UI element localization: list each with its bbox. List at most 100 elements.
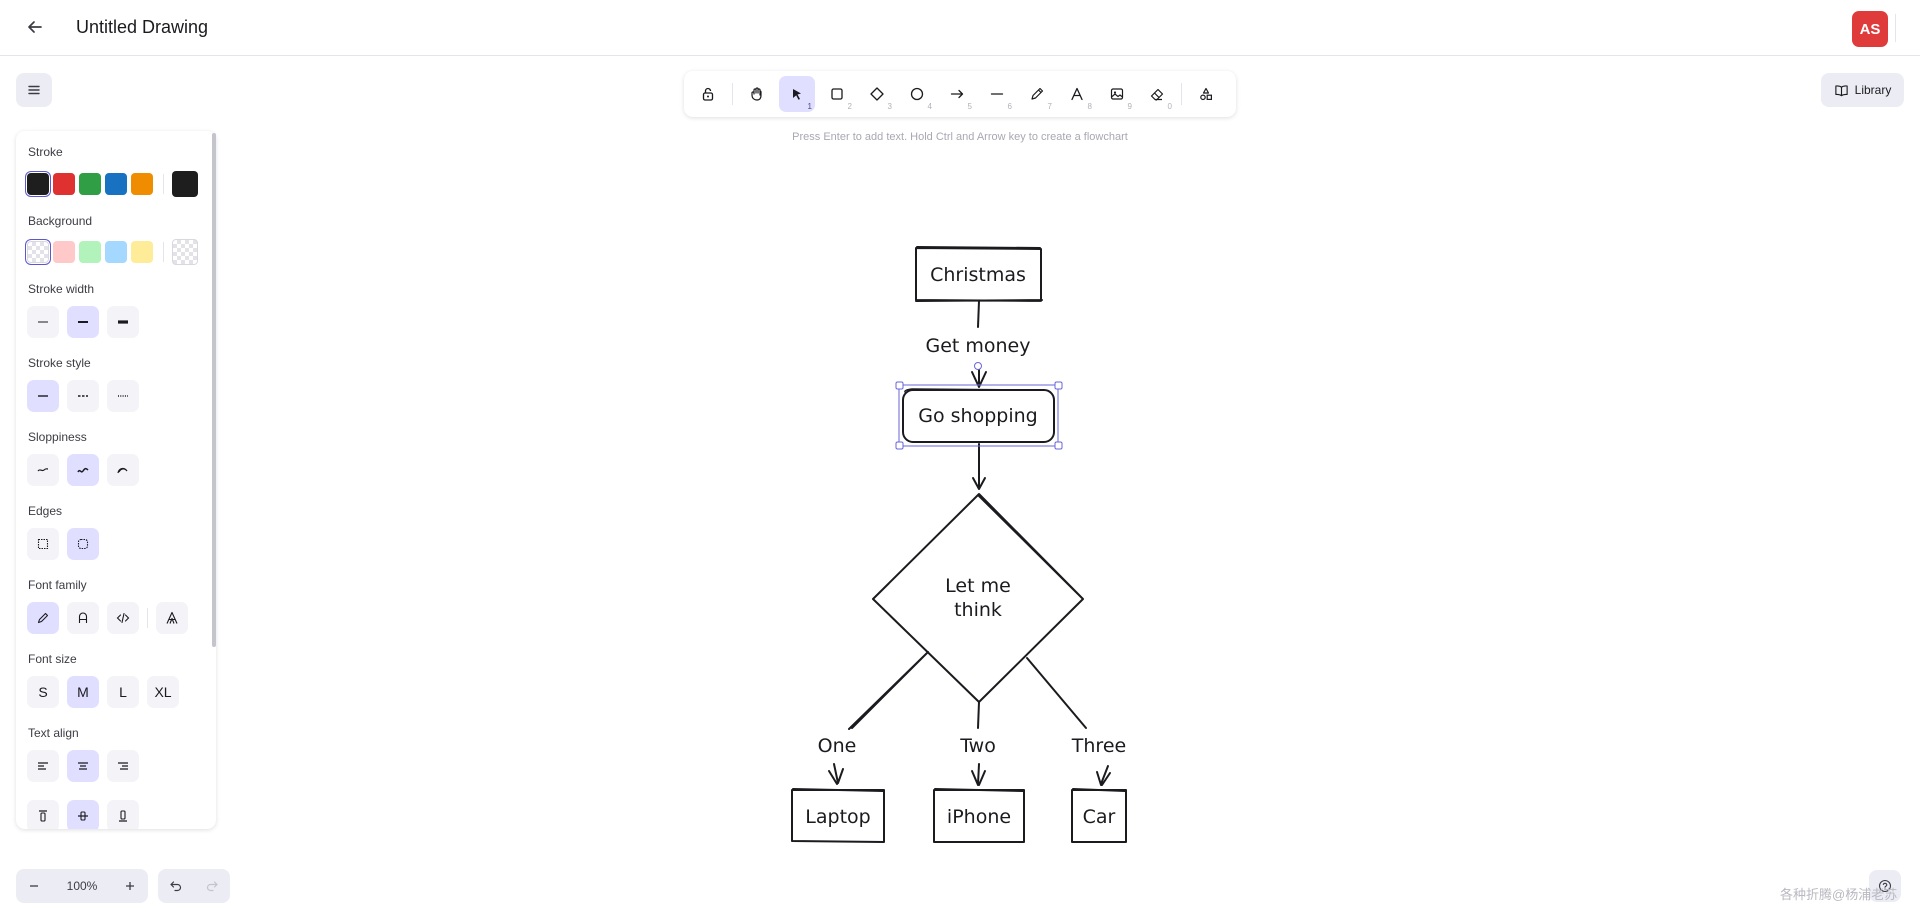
shape-toolbar: 1 2 3 4 5 6 7 8 9 0 — [684, 71, 1236, 117]
help-button[interactable] — [1869, 870, 1901, 902]
sloppiness-architect[interactable] — [27, 454, 59, 486]
zoom-out-button[interactable] — [16, 869, 52, 903]
swatch-divider — [163, 242, 164, 262]
stroke-swatch-blue[interactable] — [105, 173, 127, 195]
edges-round[interactable] — [67, 528, 99, 560]
stroke-width-thin[interactable] — [27, 306, 59, 338]
tool-hand[interactable] — [739, 76, 775, 112]
tool-draw[interactable]: 7 — [1019, 76, 1055, 112]
stroke-current-color[interactable] — [172, 171, 198, 197]
thin-line-icon — [38, 321, 48, 323]
stroke-swatch-green[interactable] — [79, 173, 101, 195]
text-align-left[interactable] — [27, 750, 59, 782]
stroke-style-dotted[interactable] — [107, 380, 139, 412]
image-icon — [1110, 88, 1124, 100]
tool-extra[interactable] — [1188, 76, 1224, 112]
zoom-in-button[interactable] — [112, 869, 148, 903]
tool-diamond[interactable]: 3 — [859, 76, 895, 112]
stroke-style-dashed[interactable] — [67, 380, 99, 412]
decision-diamond[interactable] — [872, 493, 1084, 703]
font-size-s[interactable]: S — [27, 676, 59, 708]
vertical-align-top[interactable] — [27, 800, 59, 829]
stroke-swatch-red[interactable] — [53, 173, 75, 195]
tool-key: 8 — [1087, 102, 1092, 111]
history-controls — [158, 869, 230, 903]
connector-arrow — [828, 763, 844, 785]
library-button[interactable]: Library — [1821, 73, 1904, 107]
node-decision-text-line2: think — [954, 599, 1002, 621]
align-bottom-icon — [119, 810, 127, 822]
resize-handle[interactable] — [895, 441, 904, 450]
selection-frame[interactable] — [895, 362, 1063, 450]
tool-text[interactable]: 8 — [1059, 76, 1095, 112]
back-button[interactable] — [22, 14, 48, 40]
user-avatar[interactable]: AS — [1852, 11, 1888, 47]
vertical-align-middle[interactable] — [67, 800, 99, 829]
resize-handle[interactable] — [895, 381, 904, 390]
bg-current-color[interactable] — [172, 239, 198, 265]
arrow-left-icon — [28, 21, 42, 33]
connector-arrow — [1096, 765, 1111, 786]
font-size-xl[interactable]: XL — [147, 676, 179, 708]
tool-line[interactable]: 6 — [979, 76, 1015, 112]
text-align-center[interactable] — [67, 750, 99, 782]
iphone-box[interactable] — [933, 788, 1025, 843]
bg-swatch-blue[interactable] — [105, 241, 127, 263]
tool-ellipse[interactable]: 4 — [899, 76, 935, 112]
tool-lock[interactable] — [690, 76, 726, 112]
text-align-right[interactable] — [107, 750, 139, 782]
vertical-align-bottom[interactable] — [107, 800, 139, 829]
stroke-width-extra-bold[interactable] — [107, 306, 139, 338]
tool-selection[interactable]: 1 — [779, 76, 815, 112]
font-size-l[interactable]: L — [107, 676, 139, 708]
dashed-line-icon — [78, 395, 88, 397]
node-car-text: Car — [1083, 806, 1116, 828]
main-menu-button[interactable] — [16, 73, 52, 107]
resize-handle[interactable] — [1054, 381, 1063, 390]
redo-button[interactable] — [194, 869, 230, 903]
edges-sharp[interactable] — [27, 528, 59, 560]
resize-handle[interactable] — [1054, 441, 1063, 450]
tool-key: 7 — [1047, 102, 1052, 111]
background-label: Background — [28, 214, 93, 228]
text-align-row — [27, 750, 147, 782]
connector-arrow — [972, 443, 986, 490]
tool-arrow[interactable]: 5 — [939, 76, 975, 112]
font-a-icon — [78, 612, 88, 623]
node-go-shopping-text: Go shopping — [918, 405, 1037, 427]
bg-swatch-green[interactable] — [79, 241, 101, 263]
tool-image[interactable]: 9 — [1099, 76, 1135, 112]
bg-swatch-red[interactable] — [53, 241, 75, 263]
text-align-label: Text align — [28, 726, 79, 740]
diamond-icon — [870, 87, 884, 101]
go-shopping-box[interactable] — [902, 389, 1055, 443]
stroke-swatch-orange[interactable] — [131, 173, 153, 195]
bg-swatch-transparent[interactable] — [27, 241, 49, 263]
font-more[interactable] — [156, 602, 188, 634]
edge-get-money-text: Get money — [925, 335, 1030, 357]
stroke-width-bold[interactable] — [67, 306, 99, 338]
document-title[interactable]: Untitled Drawing — [76, 17, 209, 37]
christmas-box[interactable] — [915, 246, 1043, 302]
stroke-width-label: Stroke width — [28, 282, 95, 296]
sloppiness-cartoonist[interactable] — [107, 454, 139, 486]
stroke-style-solid[interactable] — [27, 380, 59, 412]
bg-swatch-yellow[interactable] — [131, 241, 153, 263]
zoom-level[interactable]: 100% — [66, 879, 98, 893]
tool-rectangle[interactable]: 2 — [819, 76, 855, 112]
laptop-box[interactable] — [791, 788, 885, 843]
sloppiness-artist[interactable] — [67, 454, 99, 486]
stroke-swatch-black[interactable] — [27, 173, 49, 195]
font-code[interactable] — [107, 602, 139, 634]
node-iphone-text: iPhone — [947, 806, 1011, 828]
rotate-handle[interactable] — [974, 362, 982, 370]
vertical-align-row — [27, 800, 147, 829]
font-size-m[interactable]: M — [67, 676, 99, 708]
undo-button[interactable] — [158, 869, 194, 903]
font-normal[interactable] — [67, 602, 99, 634]
font-hand-drawn[interactable] — [27, 602, 59, 634]
panel-scrollbar[interactable] — [212, 133, 216, 647]
extra-bold-line-icon — [118, 320, 128, 324]
car-box[interactable] — [1071, 788, 1127, 843]
tool-eraser[interactable]: 0 — [1139, 76, 1175, 112]
